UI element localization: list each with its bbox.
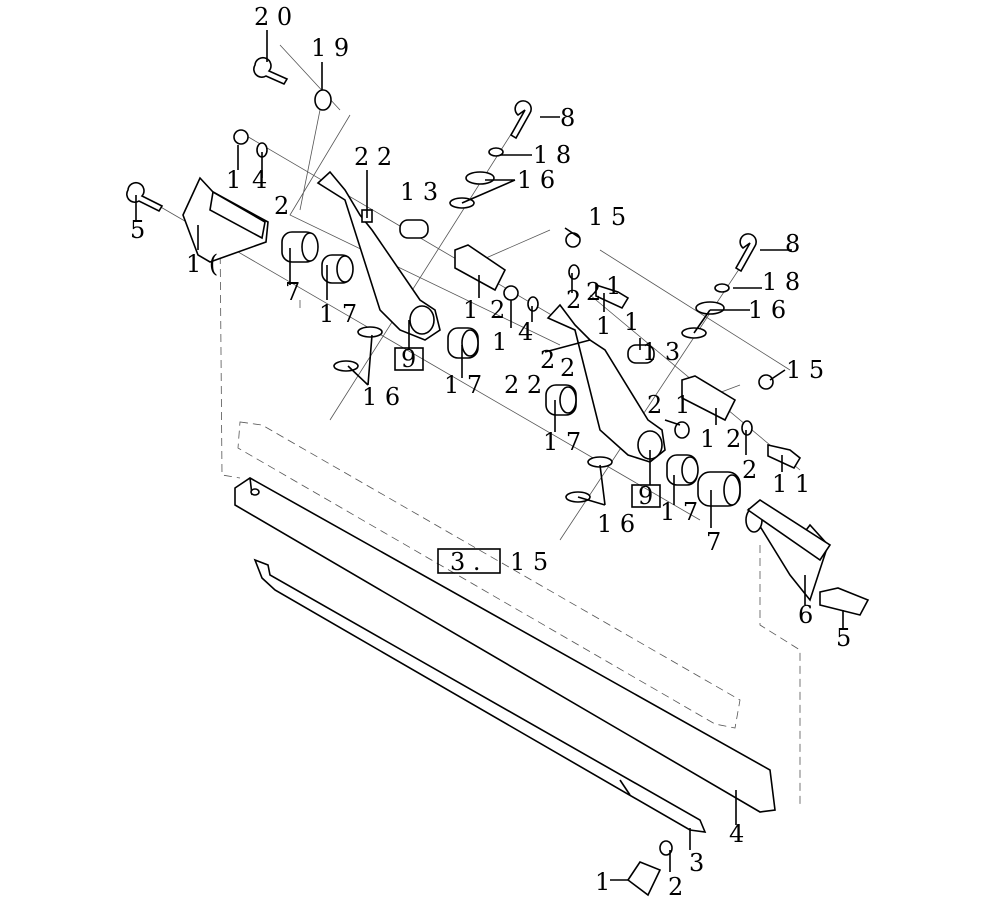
part-label: 1 7 [444, 371, 482, 399]
part-label: 4 [518, 318, 533, 346]
part-label: 1 [624, 308, 639, 336]
leader-lines [135, 30, 844, 881]
part-label: 2 [560, 354, 575, 382]
part-label: 1 1 [772, 470, 810, 498]
callout-box-9-right [631, 484, 661, 508]
reference-suffix: 1 5 [510, 548, 548, 576]
main-beam [234, 477, 776, 813]
part-label: 1 [595, 868, 610, 896]
part-label: 1 [596, 312, 611, 340]
part-label: 1 5 [588, 203, 626, 231]
part-label: 2 [586, 278, 601, 306]
part-label: 1 [606, 272, 621, 300]
part-label: 4 [729, 820, 744, 848]
part-label: 1 6 [597, 510, 635, 538]
part-label: 3 [689, 849, 704, 877]
part-label: 1 9 [311, 34, 349, 62]
part-label: 2 [742, 456, 757, 484]
part-label: 2 [540, 346, 555, 374]
part-label: 1 8 [533, 141, 571, 169]
fasteners [126, 56, 870, 897]
part-label: 5 [130, 216, 145, 244]
part-label: 6 [798, 601, 813, 629]
part-label: 7 [706, 528, 721, 556]
callout-box-9-left [394, 347, 424, 371]
part-label: 1 6 [362, 383, 400, 411]
callout-9-left: 9 [401, 345, 416, 373]
right-arm [546, 303, 666, 463]
part-label: 1 [463, 296, 478, 324]
part-label: 4 [252, 166, 267, 194]
part-label: 1 7 [543, 428, 581, 456]
part-label: 1 6 [748, 296, 786, 324]
part-label: 5 [836, 624, 851, 652]
part-label: 1 [675, 391, 690, 419]
part-label: 2 [726, 425, 741, 453]
part-label: 2 0 [254, 3, 292, 31]
left-bracket [182, 176, 269, 263]
reference-box [437, 548, 501, 574]
part-labels: 2 0 1 9 8 1 8 1 6 2 2 1 3 1 4 2 5 1 ( 7 … [130, 3, 851, 901]
part-label: 1 3 [642, 338, 680, 366]
left-arm [316, 170, 441, 341]
part-label: 2 2 [504, 371, 542, 399]
part-label: 1 [226, 166, 241, 194]
part-label: 2 [647, 391, 662, 419]
part-label: 1 5 [786, 356, 824, 384]
part-label: 1 8 [762, 268, 800, 296]
part-label: 1 3 [400, 178, 438, 206]
part-label: 2 2 [354, 143, 392, 171]
part-label: 1 7 [660, 498, 698, 526]
part-label: 2 [274, 192, 289, 220]
part-label: 1 [492, 328, 507, 356]
part-label: 2 [490, 296, 505, 324]
part-label: 8 [785, 230, 800, 258]
bushings [281, 219, 832, 562]
part-label: 1 6 [517, 166, 555, 194]
tube [253, 558, 707, 833]
callout-9-right: 9 [638, 482, 653, 510]
part-label: 7 [285, 278, 300, 306]
reference-label: 3 . [450, 548, 481, 576]
part-label: 2 [566, 286, 581, 314]
part-label: 1 7 [319, 300, 357, 328]
axis-lines [139, 44, 801, 805]
part-label: 2 [668, 873, 683, 901]
part-label: 1 ( [186, 250, 218, 278]
part-label: 1 [700, 425, 715, 453]
part-label: 8 [560, 104, 575, 132]
ghost-beam [237, 421, 741, 729]
